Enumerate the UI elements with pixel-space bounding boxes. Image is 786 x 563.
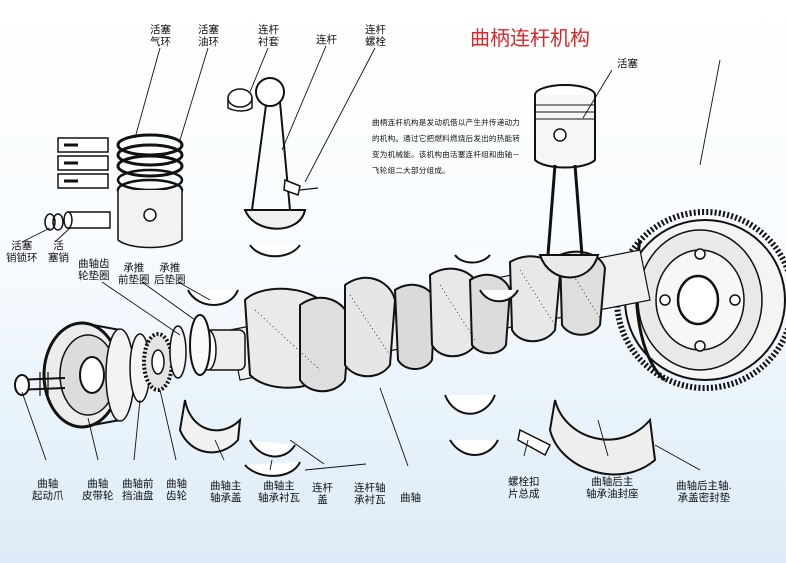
thrust-washers [169, 314, 211, 379]
label-rod-bushing: 连杆衬套 [258, 24, 279, 48]
crankshaft-assembly [199, 249, 651, 393]
piston-rings [57, 133, 184, 249]
label-rod-cap: 连杆盖 [312, 482, 333, 506]
leader-lines [21, 45, 721, 471]
label-piston-pin: 活塞销 [48, 240, 69, 264]
connecting-rod-exploded [227, 77, 319, 258]
label-pin-circlip: 活塞销锁环 [6, 240, 38, 264]
label-rod-bolt: 连杆螺栓 [365, 24, 386, 48]
label-main-bearing-cap: 曲轴主轴承盖 [210, 480, 242, 504]
label-rod: 连杆 [316, 34, 337, 46]
label-crank-claw: 曲轴起动爪 [32, 478, 64, 502]
label-crank-gear: 曲轴齿轮 [166, 478, 187, 502]
starter-claw [14, 372, 66, 396]
label-crank-gear-washer: 曲轴齿轮垫圈 [78, 258, 110, 282]
label-crankshaft: 曲轴 [400, 492, 421, 504]
crank-gear [142, 332, 174, 392]
label-rod-bearing-shell: 连杆轴承衬瓦 [354, 482, 386, 506]
label-rear-cap-gasket: 曲轴后主轴.承盖密封垫 [676, 480, 732, 504]
label-oil-ring: 活塞油环 [198, 24, 219, 48]
label-thrust-front-washer: 承推前垫圈 [118, 262, 150, 286]
label-piston-ring: 活塞气环 [150, 24, 171, 48]
label-thrust-rear-washer: 承推后垫圈 [154, 262, 186, 286]
diagram-title: 曲柄连杆机构 [470, 26, 590, 50]
label-front-oil-baffle: 曲轴前挡油盘 [122, 478, 154, 502]
crank-pulley [42, 321, 135, 429]
label-crank-pulley: 曲轴皮带轮 [82, 478, 114, 502]
label-rear-oil-seal: 曲轴后主轴承油封座 [586, 476, 639, 500]
label-main-bearing-shell: 曲轴主轴承衬瓦 [258, 480, 300, 504]
bearing-parts [178, 254, 657, 477]
piston-with-rod [534, 84, 600, 279]
label-piston: 活塞 [617, 58, 638, 70]
diagram-description: 曲柄连杆机构是发动机借以产生并传递动力的机构。通过它把燃料燃烧后发出的热能转变为… [372, 118, 521, 175]
piston-pin [44, 211, 111, 231]
flywheel [614, 209, 786, 391]
label-bolt-lock-plate: 螺栓扣片总成 [508, 476, 540, 500]
